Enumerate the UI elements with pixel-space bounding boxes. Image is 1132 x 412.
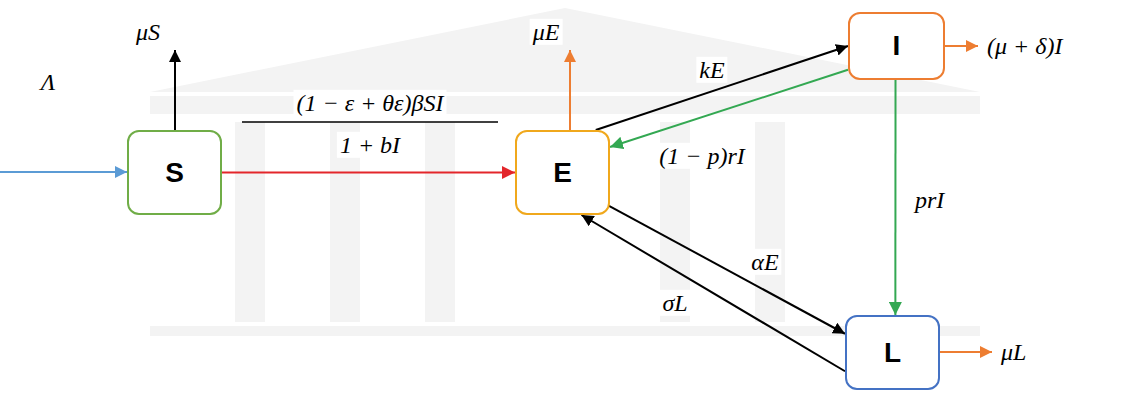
compartment-letter: I (893, 30, 901, 62)
compartment-box: I (848, 12, 945, 80)
flow-arrow (894, 80, 896, 315)
watermark-column (235, 122, 265, 322)
outflow-arrow (940, 351, 992, 353)
rate-label: μS (133, 19, 163, 45)
rate-label: (μ + δ)I (984, 33, 1065, 59)
rate-label: (1 − p)rI (656, 143, 748, 169)
outflow-arrow (174, 50, 176, 130)
watermark-column (425, 122, 455, 322)
compartment-box: E (515, 130, 610, 215)
compartment-letter: L (884, 337, 901, 369)
compartment-letter: S (165, 157, 184, 189)
flow-arrow (222, 172, 515, 174)
flow-arrow (596, 46, 848, 130)
rate-label: kE (696, 57, 727, 83)
outflow-arrow (945, 45, 978, 47)
rate-label: (1 − ε + θε)βSI (293, 90, 446, 116)
rate-label: αE (748, 249, 781, 275)
inflow-arrow (0, 171, 127, 173)
flow-arrow (610, 70, 848, 147)
watermark-building (150, 8, 980, 336)
rate-label: Λ (38, 69, 59, 95)
fraction-bar (242, 121, 498, 123)
outflow-arrow (569, 50, 571, 130)
compartment-box: L (845, 315, 940, 390)
rate-label: 1 + bI (337, 132, 403, 158)
watermark-beam (150, 96, 980, 114)
rate-label: μE (530, 19, 563, 45)
flow-arrow (607, 205, 845, 334)
rate-label: μL (998, 339, 1029, 365)
flow-arrow (582, 215, 846, 371)
rate-label: σL (659, 290, 690, 316)
compartment-box: S (127, 130, 222, 215)
compartment-letter: E (553, 157, 572, 189)
watermark-pediment (150, 8, 980, 92)
rate-label: prI (912, 187, 947, 213)
